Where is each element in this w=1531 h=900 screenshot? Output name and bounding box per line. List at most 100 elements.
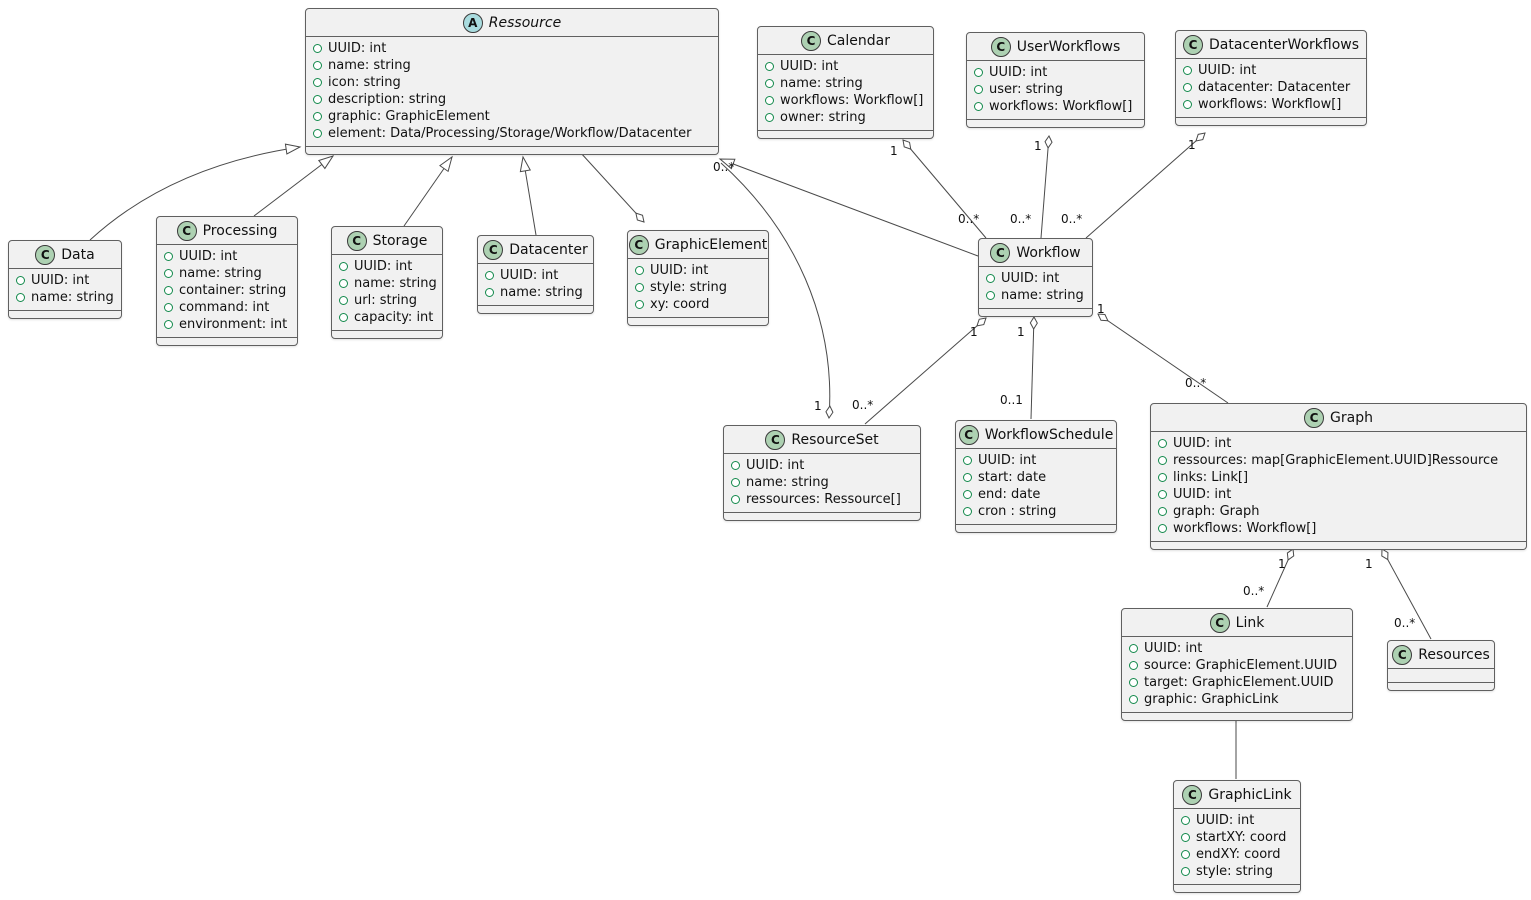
attribute-list: UUID: int source: GraphicElement.UUID targ… [1122,636,1352,712]
class-icon: C [35,245,56,265]
field-icon [635,283,644,292]
attribute-text: UUID: int [500,268,559,283]
attribute: UUID: int [1181,812,1293,829]
field-icon [485,288,494,297]
field-icon [986,274,995,283]
attribute-text: end: date [978,487,1041,502]
attribute: graphic: GraphicLink [1129,691,1345,708]
attribute-text: name: string [746,475,829,490]
attribute: icon: string [313,74,711,91]
field-icon [164,286,173,295]
class-name: GraphicLink [1208,787,1292,803]
class-icon: C [765,430,786,450]
field-icon [16,293,25,302]
methods-compartment [332,330,442,338]
attribute-text: ressources: map[GraphicElement.UUID]Ress… [1173,453,1499,468]
methods-compartment [956,524,1116,532]
edge-datacenter-extends-ressource [519,155,537,236]
class-icon: C [346,231,367,251]
methods-compartment [1388,682,1494,690]
field-icon [164,320,173,329]
multiplicity-label: 0..* [958,212,980,226]
field-icon [731,461,740,470]
edge-userworkflows-workflow-aggregation [1040,135,1053,239]
class-icon: C [176,221,197,241]
field-icon [313,61,322,70]
attribute: name: string [313,57,711,74]
attribute-text: name: string [1001,288,1084,303]
attribute-text: graphic: GraphicElement [328,109,490,124]
field-icon [164,252,173,261]
attribute-text: target: GraphicElement.UUID [1144,675,1334,690]
class-name: Calendar [827,33,890,49]
class-header: C Calendar [758,27,933,54]
attribute-text: UUID: int [1144,641,1203,656]
attribute: endXY: coord [1181,846,1293,863]
attribute: cron : string [963,503,1109,520]
class-header: C GraphicLink [1174,781,1300,808]
field-icon [765,113,774,122]
class-name: DatacenterWorkflows [1208,37,1360,53]
attribute: name: string [731,474,913,491]
field-icon [1183,83,1192,92]
attribute: graphic: GraphicElement [313,108,711,125]
field-icon [963,490,972,499]
field-icon [313,112,322,121]
attribute: name: string [765,75,926,92]
methods-compartment [1151,541,1526,549]
class-name: Datacenter [509,242,588,258]
attribute: UUID: int [485,267,586,284]
attribute-text: name: string [31,290,114,305]
attribute: UUID: int [16,272,114,289]
class-name: Processing [202,223,278,239]
class-name: GraphicElement [654,237,768,253]
field-icon [765,62,774,71]
attribute: workflows: Workflow[] [974,98,1137,115]
edge-data-extends-ressource [89,143,302,241]
attribute-text: user: string [989,82,1063,97]
field-icon [1183,66,1192,75]
attribute: name: string [339,275,437,292]
attribute-text: name: string [780,76,863,91]
class-link: C Link UUID: int source: GraphicElement.U… [1121,608,1353,721]
multiplicity-label: 0..* [1243,584,1265,598]
attribute: environment: int [164,316,290,333]
attribute-text: UUID: int [328,41,387,56]
attribute-text: UUID: int [746,458,805,473]
field-icon [313,129,322,138]
class-header: C Processing [157,217,297,244]
attribute-text: name: string [179,266,262,281]
attribute: name: string [485,284,586,301]
attribute: workflows: Workflow[] [1183,96,1359,113]
attribute-text: workflows: Workflow[] [1198,97,1342,112]
attribute-text: name: string [328,58,411,73]
multiplicity-label: 1 [1278,557,1286,571]
class-icon: C [628,235,649,255]
attribute: UUID: int [1129,640,1345,657]
methods-compartment [478,305,593,313]
field-icon [963,473,972,482]
attribute: container: string [164,282,290,299]
class-header: C Workflow [979,239,1092,266]
methods-compartment [628,317,768,325]
attribute-text: UUID: int [978,453,1037,468]
attribute: UUID: int [339,258,435,275]
class-icon: C [1209,613,1230,633]
class-header: C Link [1122,609,1352,636]
attribute-text: startXY: coord [1196,830,1287,845]
edge-workflow-schedule-aggregation [1029,316,1038,420]
attribute-text: source: GraphicElement.UUID [1144,658,1338,673]
field-icon [485,271,494,280]
multiplicity-label: 1 [890,144,898,158]
